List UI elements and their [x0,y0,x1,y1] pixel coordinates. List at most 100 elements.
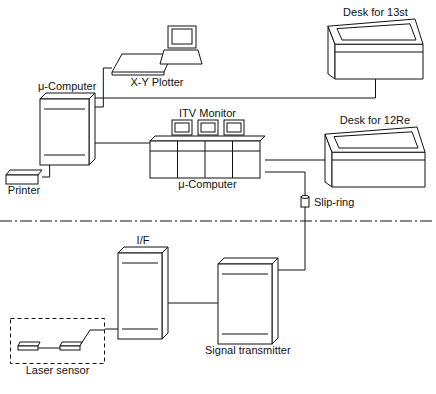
monitor-screen [175,123,189,132]
unit-label: Slip-ring [314,196,354,209]
monitor-screen [227,123,241,132]
unit-label: Signal transmitter [205,344,291,357]
equipment-icon [6,170,42,184]
cabinet-slot [222,274,268,275]
cabinet-slot [122,329,158,330]
laser-sensor-head [60,342,82,346]
equipment-icon [325,127,425,187]
control-panel [334,132,418,148]
drawing-group [328,19,423,79]
equipment-drawing [150,120,265,178]
unit-label: I/F [137,234,150,247]
unit-label: X-Y Plotter [131,76,184,89]
equipment-unit: Desk for 13st [328,6,423,79]
unit-label: μ-Computer [38,80,96,93]
unit-label: Desk for 13st [343,6,408,19]
equipment-unit: I/F [118,234,168,339]
itv-monitor [224,120,244,135]
equipment-unit: Printer [6,170,42,197]
cabinet-top [218,258,278,264]
signal-cable [265,160,325,161]
equipment-unit: ITV Monitor μ-Computer [150,107,265,191]
signal-cable [168,303,218,304]
drawing-group [150,120,265,178]
desk-top [325,127,425,152]
equipment-icon [218,258,278,344]
signal-cable [265,172,305,194]
control-panel [337,24,416,40]
drawing-group [301,194,309,210]
shaft-line [305,207,306,210]
sensor-wire [38,348,60,349]
sensor-boundary [11,319,105,364]
console-body [150,141,260,178]
printer-top [6,170,42,175]
drawing-group [112,26,202,75]
divider-line [0,221,432,222]
desk-edge [335,52,423,53]
cabinet-side [162,247,168,339]
equipment-unit: Desk for 12Re [325,114,425,187]
equipment-icon [328,19,423,79]
unit-label: Printer [8,184,40,197]
cabinet-slot [44,155,85,156]
cabinet-top [40,93,95,99]
drawing-group [218,258,278,344]
printer-body [6,175,38,184]
equipment-drawing [112,26,202,76]
equipment-drawing [325,127,425,187]
equipment-drawing [300,194,310,210]
monitor-screen [201,123,215,132]
sensor-wire [81,330,105,344]
unit-label: μ-Computer [178,178,236,191]
equipment-icon [112,26,202,76]
signal-cable [42,165,50,177]
slip-ring-end [301,196,309,199]
cabinet-side [89,93,95,165]
drawing-group [40,93,95,165]
equipment-unit: μ-Computer [38,80,96,165]
laser-sensor-body [60,346,80,350]
desk-top [328,19,423,44]
cabinet-slot [222,334,268,335]
equipment-icon [10,318,105,364]
equipment-drawing [328,19,423,79]
cabinet-front [218,264,272,344]
equipment-unit: Slip-ring [300,194,354,210]
equipment-drawing [10,318,105,364]
equipment-icon [300,194,310,210]
plotter-keyboard [160,50,202,64]
cabinet-side [272,258,278,344]
plotter-screen [168,26,196,48]
board-edge [112,75,164,76]
equipment-unit: X-Y Plotter [112,26,202,89]
desk-front [332,152,425,187]
laser-sensor-head [18,342,40,346]
unit-label: ITV Monitor [179,107,236,120]
cabinet-top [118,247,168,253]
itv-monitor [198,120,218,135]
cabinet-front [40,99,89,165]
equipment-drawing [218,258,278,344]
rack-division [205,141,206,178]
drawing-group [118,247,168,339]
unit-label: Laser sensor [26,364,90,377]
equipment-icon [150,120,265,178]
cabinet-slot [122,263,158,264]
rack-division [232,141,233,178]
equipment-icon [40,93,95,165]
equipment-icon [118,247,168,339]
equipment-drawing [40,93,95,165]
cabinet-slot [44,109,85,110]
unit-label: Desk for 12Re [340,114,410,127]
console-top [150,136,265,141]
signal-cable [95,68,112,107]
connector-group [42,68,376,329]
drawing-group [325,127,425,187]
equipment-drawing [6,170,42,184]
drawing-group [6,170,42,184]
equipment-drawing [118,247,168,339]
drawing-group [11,319,106,364]
signal-cable [278,210,305,270]
